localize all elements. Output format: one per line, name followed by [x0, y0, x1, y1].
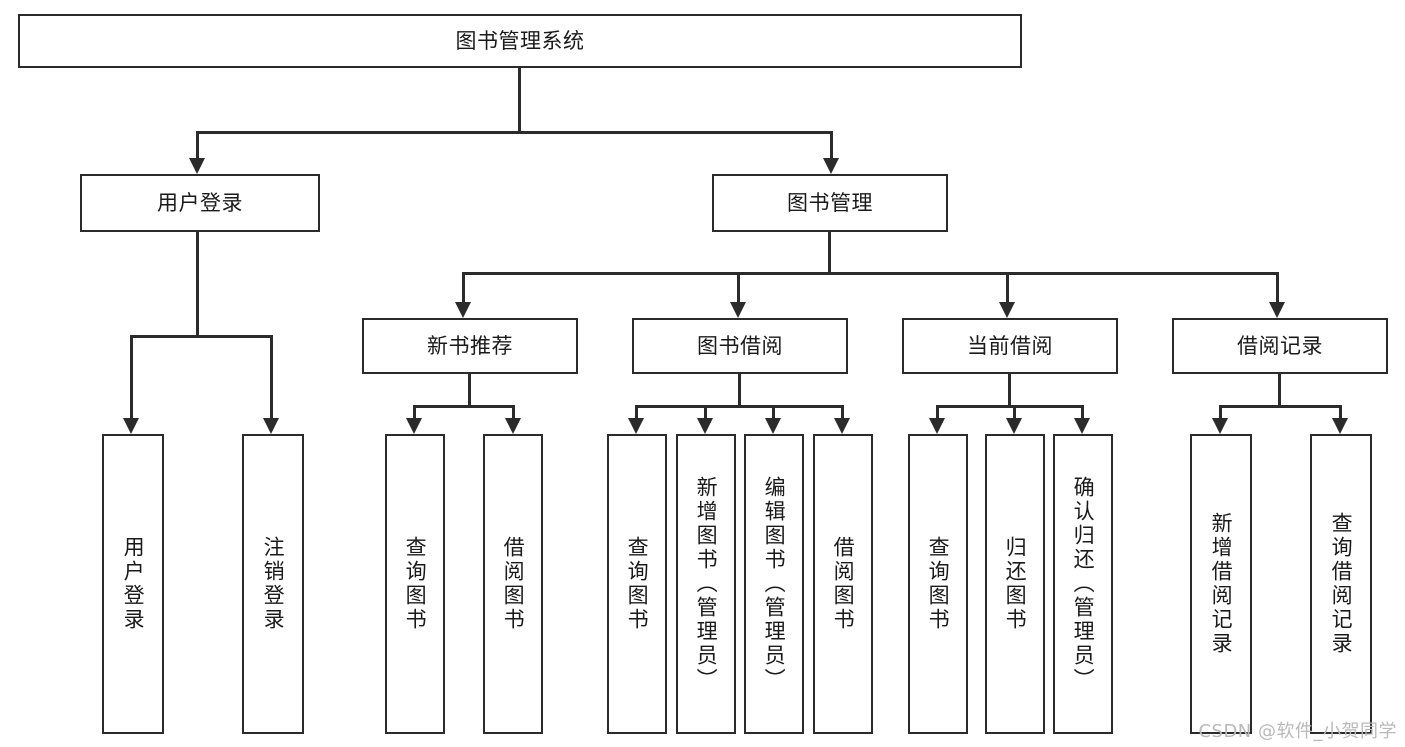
connector-drop	[413, 405, 416, 420]
arrowhead-icon	[765, 418, 781, 434]
connector-login-stem	[196, 232, 199, 336]
node-label: 借阅记录	[1237, 333, 1323, 358]
arrowhead-icon	[1269, 302, 1285, 318]
connector-drop	[1081, 405, 1084, 420]
leaf-node[interactable]: 用户登录	[102, 434, 164, 734]
arrowhead-icon	[929, 418, 945, 434]
arrowhead-icon	[1074, 418, 1090, 434]
node-book-management[interactable]: 图书管理	[712, 174, 948, 232]
node-label: 查询图书	[926, 536, 951, 632]
connector-drop	[936, 405, 939, 420]
connector-books-stem	[828, 232, 831, 273]
arrowhead-icon	[1212, 418, 1228, 434]
leaf-node[interactable]: 注销登录	[242, 434, 304, 734]
connector-drop	[635, 405, 638, 420]
leaf-node[interactable]: 查询借阅记录	[1310, 434, 1372, 734]
connector-drop	[841, 405, 844, 420]
arrowhead-icon	[730, 302, 746, 318]
arrowhead-icon	[628, 418, 644, 434]
connector-group-stem	[468, 374, 471, 405]
arrowhead-icon	[189, 158, 205, 174]
watermark-text: CSDN @软件_小贺同学	[1198, 721, 1397, 742]
connector-drop	[1006, 272, 1009, 304]
node-label: 图书管理系统	[455, 28, 585, 53]
connector-group-stem	[1008, 374, 1011, 405]
connector-drop	[1013, 405, 1016, 420]
node-label: 图书管理	[787, 190, 873, 215]
connector-login-bus	[131, 335, 271, 338]
connector-root-stem	[518, 68, 521, 132]
arrowhead-icon	[123, 418, 139, 434]
connector-drop	[1219, 405, 1222, 420]
node-label: 注销登录	[261, 536, 286, 632]
leaf-node[interactable]: 查询图书	[607, 434, 667, 734]
connector-drop	[1339, 405, 1342, 420]
connector-drop	[270, 335, 273, 420]
connector-drop	[704, 405, 707, 420]
arrowhead-icon	[263, 418, 279, 434]
leaf-node[interactable]: 查询图书	[908, 434, 968, 734]
node-book-borrow[interactable]: 图书借阅	[632, 318, 848, 374]
node-new-book-recommend[interactable]: 新书推荐	[362, 318, 578, 374]
connector-group-bus	[414, 405, 513, 408]
arrowhead-icon	[697, 418, 713, 434]
arrowhead-icon	[823, 158, 839, 174]
connector-group-bus	[1220, 405, 1340, 408]
node-label: 查询图书	[625, 536, 650, 632]
node-label: 查询图书	[403, 536, 428, 632]
leaf-node[interactable]: 查询图书	[385, 434, 445, 734]
node-label: 图书借阅	[697, 333, 783, 358]
node-label: 借阅图书	[831, 536, 856, 632]
connector-drop	[772, 405, 775, 420]
connector-group-bus	[937, 405, 1082, 408]
node-label: 用户登录	[121, 536, 146, 632]
leaf-node[interactable]: 借阅图书	[813, 434, 873, 734]
connector-root-bus	[197, 131, 831, 134]
node-label: 当前借阅	[967, 333, 1053, 358]
node-root-system[interactable]: 图书管理系统	[18, 14, 1022, 68]
node-label: 新增借阅记录	[1209, 512, 1234, 656]
node-label: 新增图书（管理员）	[694, 476, 719, 692]
node-label: 借阅图书	[501, 536, 526, 632]
leaf-node[interactable]: 确认归还（管理员）	[1053, 434, 1113, 734]
leaf-node[interactable]: 新增借阅记录	[1190, 434, 1252, 734]
connector-drop	[130, 335, 133, 420]
connector-drop	[1276, 272, 1279, 304]
node-label: 用户登录	[157, 190, 243, 215]
leaf-node[interactable]: 归还图书	[985, 434, 1045, 734]
arrowhead-icon	[406, 418, 422, 434]
connector-drop	[737, 272, 740, 304]
node-label: 归还图书	[1003, 536, 1028, 632]
node-user-login[interactable]: 用户登录	[80, 174, 320, 232]
leaf-node[interactable]: 借阅图书	[483, 434, 543, 734]
arrowhead-icon	[455, 302, 471, 318]
leaf-node[interactable]: 编辑图书（管理员）	[744, 434, 804, 734]
connector-group-bus	[636, 405, 843, 408]
node-label: 新书推荐	[427, 333, 513, 358]
node-label: 确认归还（管理员）	[1071, 476, 1096, 692]
connector-group-stem	[738, 374, 741, 405]
arrowhead-icon	[1006, 418, 1022, 434]
connector-drop	[512, 405, 515, 420]
node-current-borrow[interactable]: 当前借阅	[902, 318, 1118, 374]
node-label: 查询借阅记录	[1329, 512, 1354, 656]
arrowhead-icon	[1332, 418, 1348, 434]
connector-drop	[830, 131, 833, 160]
leaf-node[interactable]: 新增图书（管理员）	[676, 434, 736, 734]
arrowhead-icon	[505, 418, 521, 434]
node-borrow-record[interactable]: 借阅记录	[1172, 318, 1388, 374]
connector-group-stem	[1278, 374, 1281, 405]
arrowhead-icon	[834, 418, 850, 434]
connector-drop	[196, 131, 199, 160]
arrowhead-icon	[999, 302, 1015, 318]
connector-drop	[462, 272, 465, 304]
connector-books-bus	[463, 272, 1277, 275]
node-label: 编辑图书（管理员）	[762, 476, 787, 692]
